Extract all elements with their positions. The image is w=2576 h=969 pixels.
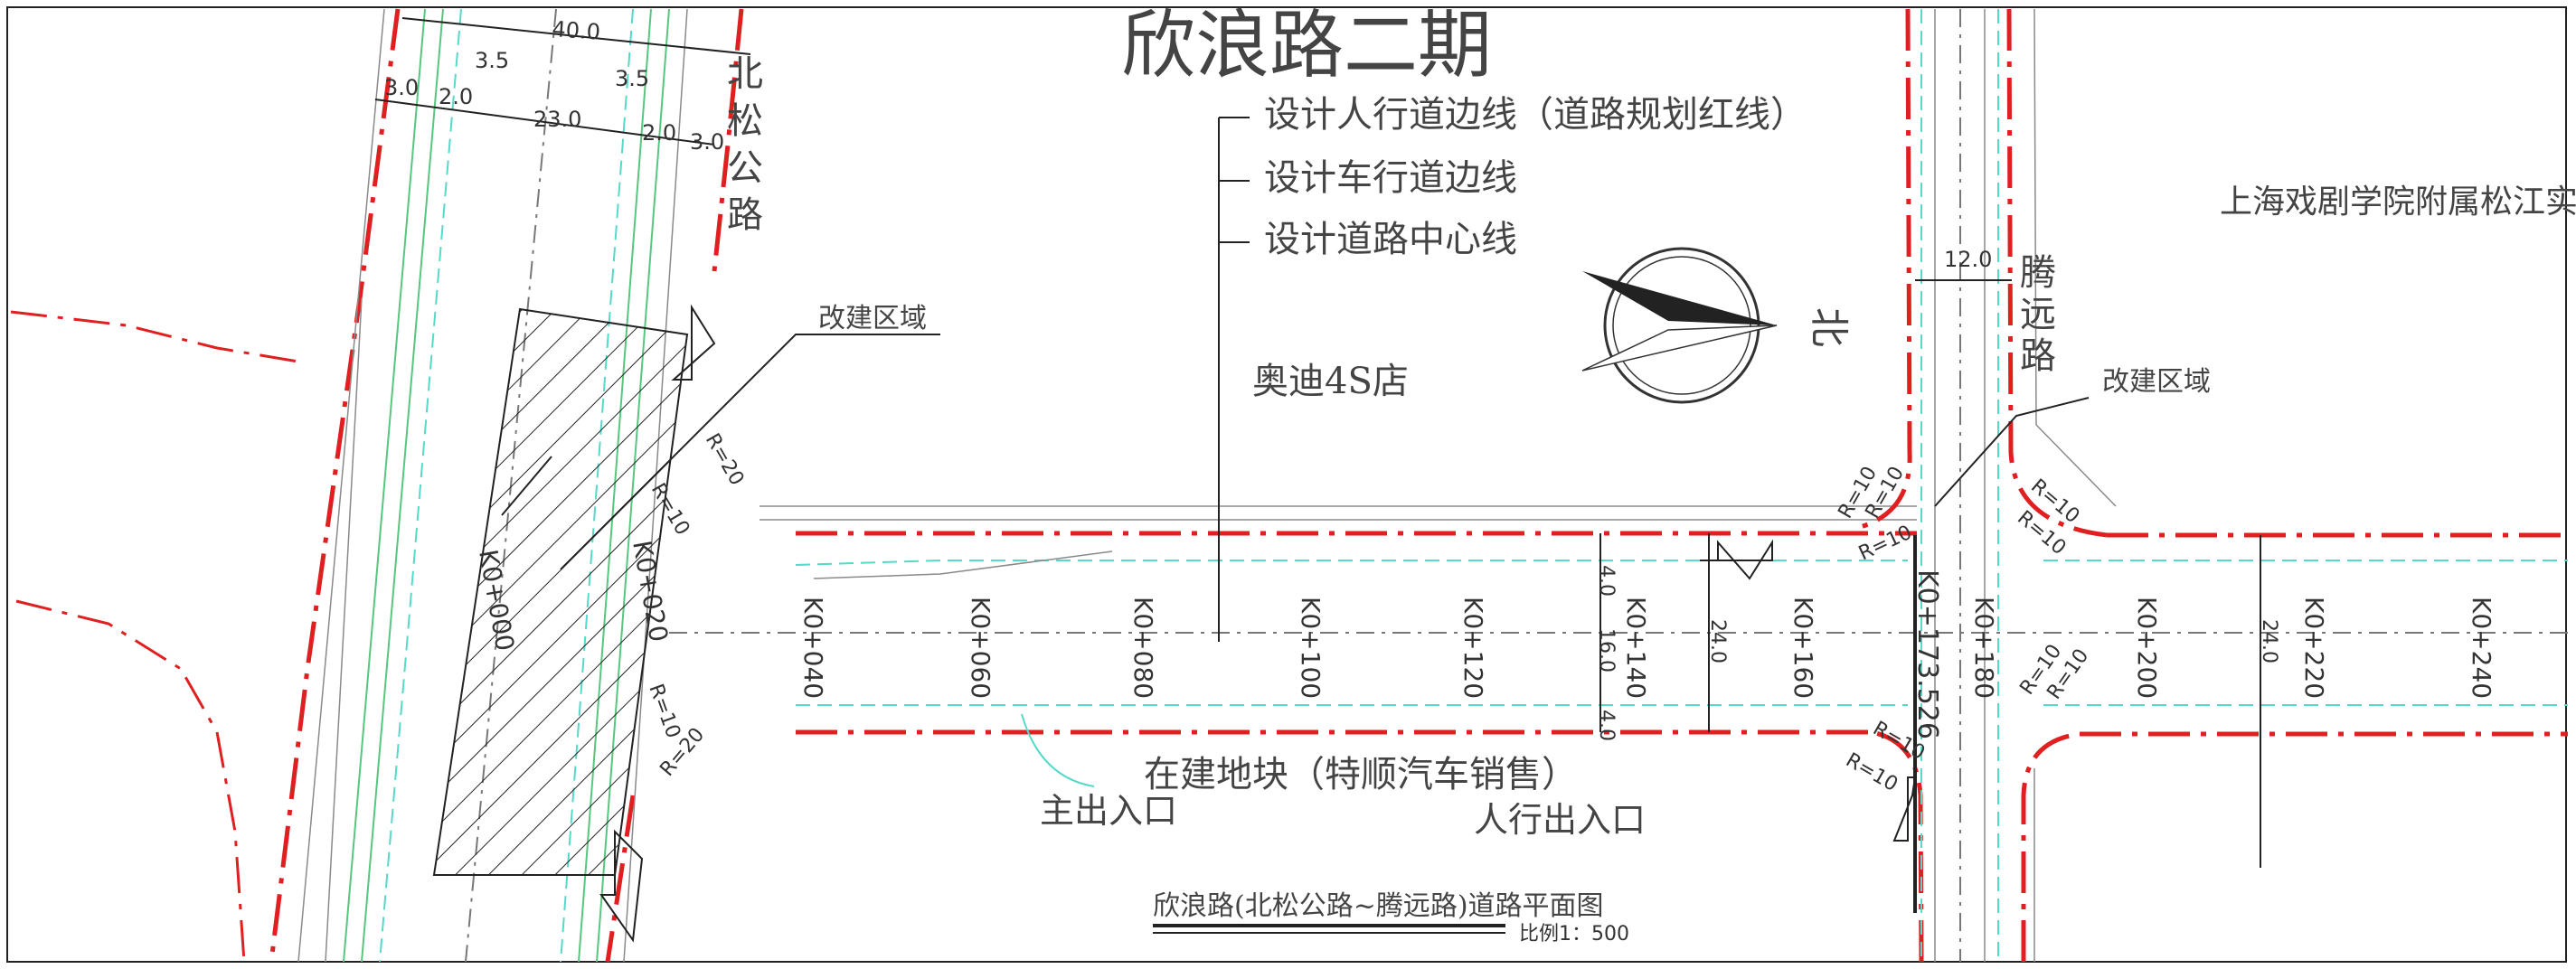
station-label: K0+060 (966, 597, 995, 699)
station-label: K0+120 (1458, 597, 1488, 699)
dim-23: 23.0 (533, 107, 581, 132)
tengyuan-road (1853, 8, 2117, 963)
dimension-lines (374, 17, 2261, 868)
dim-3-5-a: 3.5 (475, 48, 509, 73)
road-name-tengyuan: 腾远路 (2014, 253, 2055, 378)
xinlang-road (669, 505, 2568, 787)
legend-sidewalk-line: 设计人行道边线（道路规划红线） (1264, 94, 1807, 136)
dim-2-b: 2.0 (642, 120, 676, 146)
legend-carriageway-line: 设计车行道边线 (1264, 157, 1517, 199)
legend-leaders (1218, 117, 1250, 642)
page-title: 欣浪路二期 (1121, 3, 1492, 89)
dim-40: 40.0 (552, 16, 601, 45)
direction-arrows (599, 304, 1917, 943)
drawing-frame (6, 6, 2567, 963)
dim-24-b: 24.0 (2258, 619, 2280, 663)
label-rebuild-area-right: 改建区域 (2102, 366, 2211, 398)
road-name-beisong: 北松公路 (721, 54, 762, 242)
dim-3-a: 3.0 (384, 75, 419, 100)
station-label: K0+080 (1128, 597, 1158, 699)
drawing-scale: 比例1：500 (1519, 923, 1629, 945)
label-school: 上海戏剧学院附属松江实 (2220, 183, 2576, 221)
north-compass (1581, 247, 1778, 404)
station-label: K0+180 (1969, 597, 1999, 699)
station-label: K0+200 (2132, 597, 2162, 699)
dim-4-a: 4.0 (1595, 565, 1618, 597)
legend-centerline: 设计道路中心线 (1264, 219, 1517, 260)
label-rebuild-area-left: 改建区域 (818, 303, 927, 334)
dim-24-a: 24.0 (1706, 619, 1729, 663)
dim-16: 16.0 (1595, 628, 1618, 673)
station-label: K0+220 (2299, 597, 2329, 699)
station-label: K0+240 (2467, 597, 2496, 699)
station-label: K0+140 (1621, 597, 1651, 699)
label-pedestrian-entrance: 人行出入口 (1474, 800, 1646, 840)
north-label: 北 (1806, 307, 1852, 347)
dim-4-b: 4.0 (1595, 710, 1618, 741)
dim-3-5-b: 3.5 (615, 66, 649, 91)
left-boundary-lower (15, 599, 246, 963)
label-main-entrance: 主出入口 (1040, 791, 1177, 831)
station-label: K0+040 (798, 597, 828, 699)
dim-2-a: 2.0 (439, 84, 473, 109)
dim-12: 12.0 (1944, 247, 1992, 272)
label-audi-dealer: 奥迪4S店 (1252, 361, 1409, 402)
station-label: K0+160 (1788, 597, 1818, 699)
station-label: K0+173.526 (1911, 569, 1943, 739)
label-construction-site: 在建地块（特顺汽车销售） (1144, 754, 1578, 795)
station-label: K0+100 (1296, 597, 1326, 699)
dim-3-b: 3.0 (690, 129, 724, 155)
drawing-title: 欣浪路(北松公路~腾远路)道路平面图 (1153, 890, 1604, 922)
